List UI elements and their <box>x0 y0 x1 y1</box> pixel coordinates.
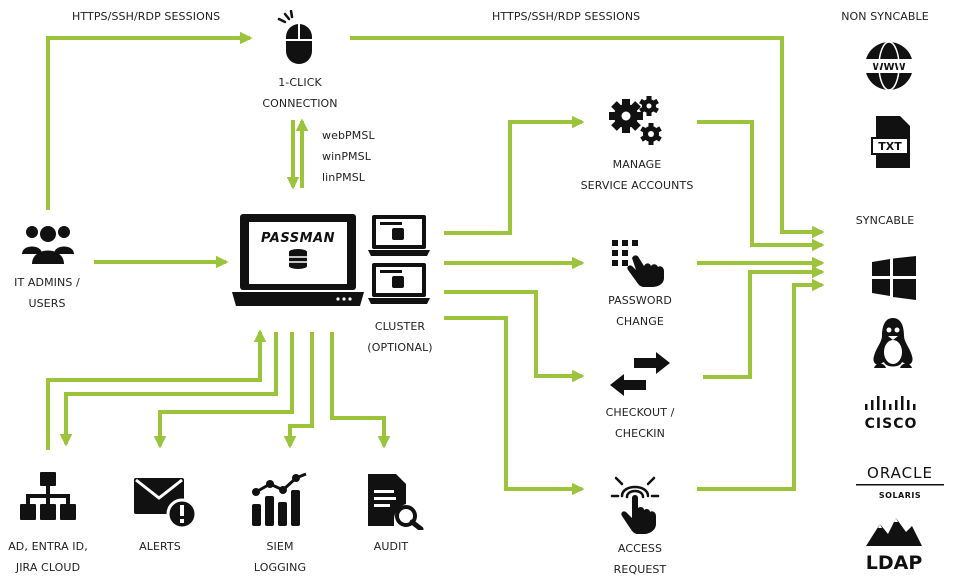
arrow-to-siem <box>283 332 314 449</box>
www-text: WWW <box>872 62 905 73</box>
linux-tux-icon <box>870 316 916 372</box>
cluster-label: CLUSTER (OPTIONAL) <box>367 320 433 354</box>
arrow-to-alerts <box>153 332 294 449</box>
sessions-label-right: HTTPS/SSH/RDP SESSIONS <box>492 10 641 23</box>
arrow-checkout-to-targets <box>703 265 825 379</box>
alerts-label: ALERTS <box>139 540 181 553</box>
mouse-click-icon <box>277 10 323 66</box>
exchange-arrows-icon <box>610 352 670 396</box>
arrow-users-to-oneclick <box>46 31 253 210</box>
password-change-label: PASSWORD CHANGE <box>608 294 672 328</box>
manage-service-accounts-label: MANAGE SERVICE ACCOUNTS <box>580 158 694 192</box>
arrow-to-manage-service <box>444 115 585 235</box>
txt-text: TXT <box>878 140 902 153</box>
laptop-passman-icon: PASSMAN <box>230 210 366 310</box>
arrow-to-access-request <box>444 316 585 496</box>
oracle-text: ORACLE <box>867 464 933 482</box>
keypad-hand-icon <box>608 236 668 288</box>
one-click-label: 1-CLICK CONNECTION <box>262 76 338 110</box>
cluster-laptop-icon <box>368 213 430 307</box>
solaris-text: SOLARIS <box>879 491 921 500</box>
arrow-passman-to-ad <box>59 332 278 447</box>
cisco-text: CISCO <box>865 416 918 432</box>
mail-alert-icon <box>134 476 198 530</box>
arrow-ad-to-passman <box>46 329 267 450</box>
ldap-logo-icon: LDAP <box>862 514 926 574</box>
document-search-icon <box>366 472 424 530</box>
syncable-label: SYNCABLE <box>855 214 915 227</box>
siem-logging-label: SIEM LOGGING <box>253 540 307 574</box>
gears-icon <box>606 94 666 150</box>
arrow-manage-to-targets <box>697 120 825 252</box>
ad-entra-label: AD, ENTRA ID, JIRA CLOUD <box>8 540 88 574</box>
fingerprint-touch-icon <box>610 474 662 534</box>
access-request-label: ACCESS REQUEST <box>613 542 667 576</box>
non-syncable-label: NON SYNCABLE <box>841 10 929 23</box>
arrow-to-audit <box>330 332 391 449</box>
arrow-access-to-targets <box>697 278 825 491</box>
arrow-to-checkout <box>444 290 585 383</box>
it-admins-label: IT ADMINS / USERS <box>14 276 80 310</box>
sessions-label-left: HTTPS/SSH/RDP SESSIONS <box>72 10 221 23</box>
globe-www-icon: WWW <box>864 40 914 92</box>
windows-logo-icon <box>872 256 916 300</box>
passman-logo-text: PASSMAN <box>261 231 335 246</box>
audit-label: AUDIT <box>373 540 409 553</box>
arrow-oneclick-to-targets <box>350 36 825 239</box>
oracle-solaris-logo-icon: ORACLE SOLARIS <box>852 462 948 504</box>
checkout-checkin-label: CHECKOUT / CHECKIN <box>605 406 675 440</box>
cisco-logo-icon: CISCO <box>862 392 924 432</box>
protocols-label: webPMSL winPMSL linPMSL <box>322 129 375 184</box>
txt-file-icon: TXT <box>870 114 914 170</box>
chart-bars-icon <box>250 472 310 526</box>
org-chart-icon <box>20 470 76 528</box>
ldap-text: LDAP <box>866 552 923 574</box>
users-group-icon <box>20 222 76 266</box>
